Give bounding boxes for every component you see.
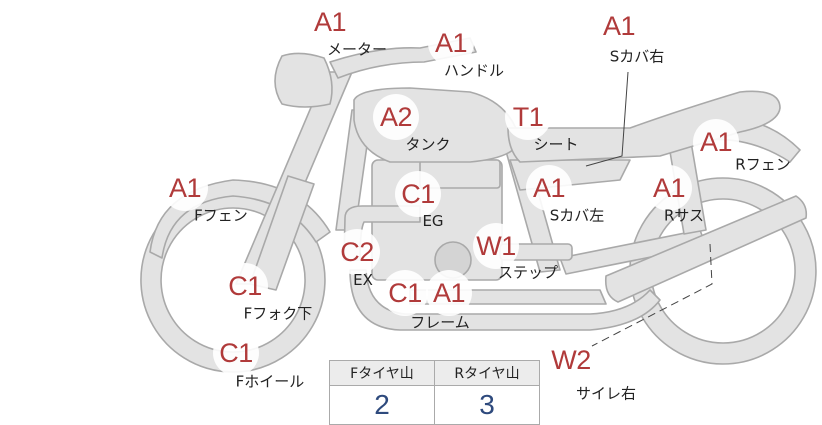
rank-badge-silencer-right: W2 (548, 337, 594, 383)
label-s-cover-left: Sカバ左 (549, 206, 605, 225)
rank-badge-r-suspension: A1 (646, 165, 692, 211)
rank-badge-s-cover-right: A1 (596, 3, 642, 49)
front-fork-lower-shape (249, 175, 315, 291)
rear-tire-tread-header: Rタイヤ山 (434, 360, 540, 386)
rank-badge-f-fender: A1 (162, 165, 208, 211)
label-s-cover-right: Sカバ右 (609, 47, 665, 66)
label-tank: タンク (405, 135, 451, 154)
label-silencer-right: サイレ右 (575, 384, 637, 403)
label-seat: シート (533, 135, 579, 154)
leader-silencer-right (591, 243, 713, 347)
label-r-fender: Rフェン (735, 155, 791, 174)
front-tire-tread-header: Fタイヤ山 (329, 360, 435, 386)
label-step: ステップ (497, 263, 559, 282)
rank-badge-meter: A1 (307, 0, 353, 45)
label-f-fender: Fフェン (194, 206, 248, 225)
rank-badge-tank: A2 (373, 94, 419, 140)
leader-s-cover-right (585, 71, 629, 167)
label-r-suspension: Rサス (663, 206, 705, 225)
rank-badge-seat: T1 (505, 94, 551, 140)
label-handle: ハンドル (443, 61, 505, 80)
rear-tire-tread-value: 3 (434, 385, 540, 425)
label-f-wheel: Fホイール (235, 372, 305, 391)
rank-badge-frame-left: C1 (382, 270, 428, 316)
rank-badge-r-fender: A1 (693, 119, 739, 165)
rank-badge-s-cover-left: A1 (526, 165, 572, 211)
seat-shape (507, 90, 781, 163)
rank-badge-f-fork-lower: C1 (222, 263, 268, 309)
rank-badge-frame-right: A1 (426, 270, 472, 316)
front-tire-tread-value: 2 (329, 385, 435, 425)
rank-badge-exhaust: C2 (334, 229, 380, 275)
label-f-fork-lower: Fフォク下 (243, 304, 313, 323)
headlight-shape (274, 52, 333, 108)
tire-tread-table: Fタイヤ山 Rタイヤ山 2 3 (329, 360, 540, 425)
rank-badge-f-wheel: C1 (213, 330, 259, 376)
label-engine: EG (422, 212, 444, 230)
rank-badge-handle: A1 (428, 20, 474, 66)
label-exhaust: EX (353, 271, 373, 289)
label-frame: フレーム (410, 313, 470, 332)
frame-lower-shape (349, 269, 661, 331)
silencer-shape (604, 195, 808, 303)
rank-badge-engine: C1 (395, 171, 441, 217)
label-meter: メーター (326, 40, 388, 59)
rank-badge-step: W1 (473, 223, 519, 269)
